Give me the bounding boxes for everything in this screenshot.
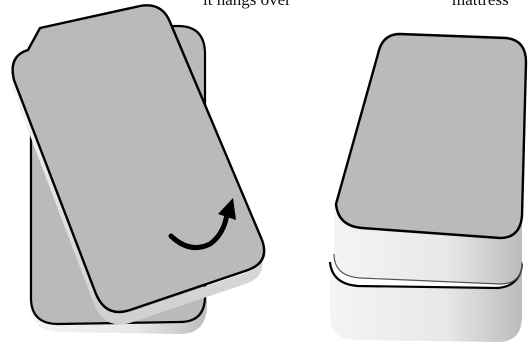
caption-mattress: mattress xyxy=(452,0,509,9)
right-top-layer xyxy=(333,32,528,285)
curved-rotation-arrow-icon xyxy=(168,198,236,251)
caption-hangs-over: it hangs over xyxy=(203,0,291,9)
rotation-arrow-curve xyxy=(168,211,230,251)
right-top-layer-side xyxy=(334,206,522,284)
left-top-mattress-top xyxy=(11,4,266,314)
right-top-layer-top xyxy=(334,32,528,240)
left-top-mattress xyxy=(11,4,266,325)
rotation-arrow-head xyxy=(218,198,236,220)
right-top-layer-edge xyxy=(333,253,523,285)
right-bottom-layer-side xyxy=(330,262,522,342)
